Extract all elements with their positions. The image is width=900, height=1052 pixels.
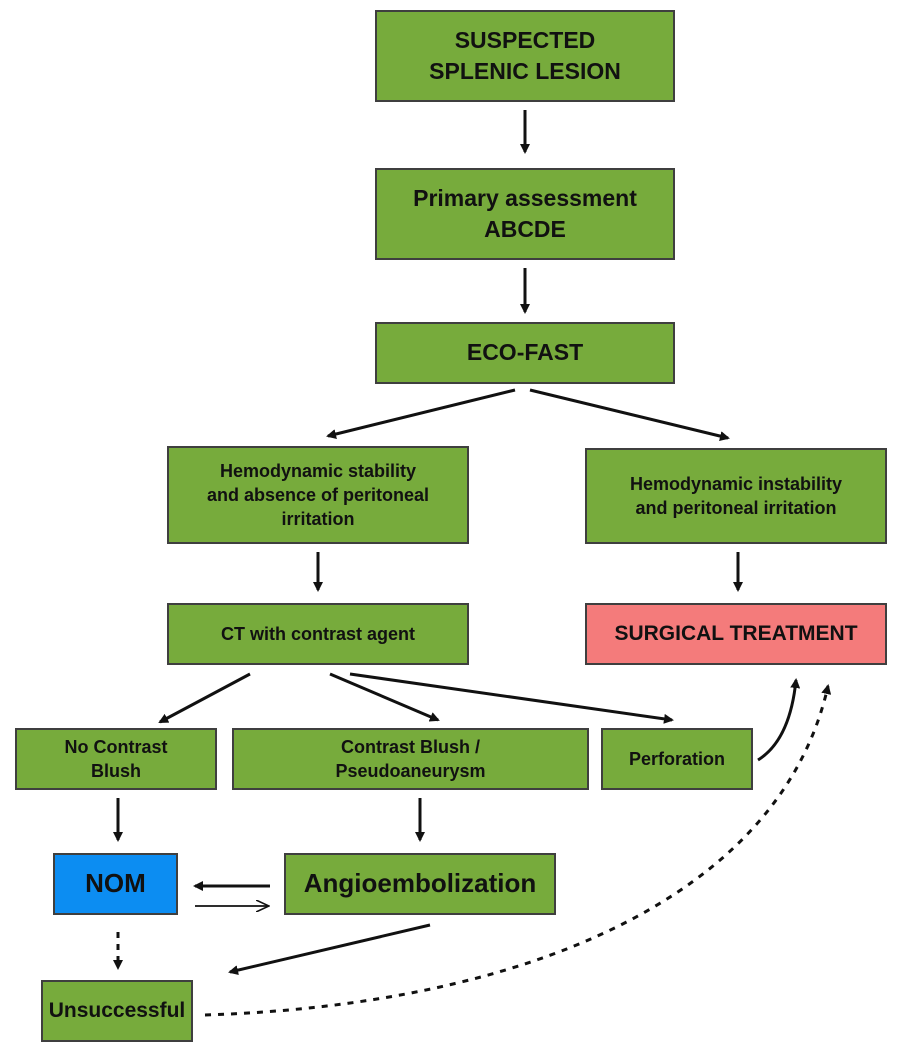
node-angio-label: Angioembolization bbox=[303, 868, 537, 899]
node-unstable-label: Hemodynamic instability and peritoneal i… bbox=[629, 473, 843, 518]
node-primary-assessment: Primary assessment ABCDE bbox=[375, 168, 675, 260]
node-ecofast-label: ECO-FAST bbox=[466, 339, 584, 366]
node-no-contrast-blush: No Contrast Blush bbox=[15, 728, 217, 790]
arrow-ecofast-to-stable bbox=[326, 388, 516, 439]
node-contrast-blush: Contrast Blush / Pseudoaneurysm bbox=[232, 728, 589, 790]
node-unsuccessful-label: Unsuccessful bbox=[48, 998, 186, 1022]
node-unsuccessful: Unsuccessful bbox=[41, 980, 193, 1042]
node-surgical-treatment: SURGICAL TREATMENT bbox=[585, 603, 887, 665]
arrow-ecofast-to-unstable bbox=[529, 388, 730, 441]
node-eco-fast: ECO-FAST bbox=[375, 322, 675, 384]
arrow-ct-to-blush bbox=[329, 672, 440, 722]
node-suspected-label: SUSPECTED SPLENIC LESION bbox=[429, 26, 621, 84]
node-nom: NOM bbox=[53, 853, 178, 915]
arrow-perforation-to-surgical bbox=[757, 678, 801, 762]
node-perforation-label: Perforation bbox=[628, 748, 725, 769]
node-stable-label: Hemodynamic stability and absence of per… bbox=[206, 460, 430, 530]
arrow-unsuccessful-to-surgical bbox=[204, 684, 832, 1017]
node-hemodynamic-instability: Hemodynamic instability and peritoneal i… bbox=[585, 448, 887, 544]
node-nom-label: NOM bbox=[85, 868, 146, 899]
node-primary-label: Primary assessment ABCDE bbox=[413, 184, 637, 242]
node-surgical-label: SURGICAL TREATMENT bbox=[614, 621, 858, 645]
node-ct-contrast: CT with contrast agent bbox=[167, 603, 469, 665]
node-angioembolization: Angioembolization bbox=[284, 853, 556, 915]
node-suspected-splenic-lesion: SUSPECTED SPLENIC LESION bbox=[375, 10, 675, 102]
arrow-ct-to-no-blush bbox=[158, 672, 251, 724]
arrow-ct-to-perforation bbox=[349, 672, 674, 724]
node-ct-label: CT with contrast agent bbox=[220, 623, 415, 644]
node-perforation: Perforation bbox=[601, 728, 753, 790]
node-hemodynamic-stability: Hemodynamic stability and absence of per… bbox=[167, 446, 469, 544]
node-no-blush-label: No Contrast Blush bbox=[64, 736, 168, 781]
node-blush-label: Contrast Blush / Pseudoaneurysm bbox=[335, 736, 486, 781]
arrow-angio-to-unsuccessful bbox=[228, 923, 431, 976]
